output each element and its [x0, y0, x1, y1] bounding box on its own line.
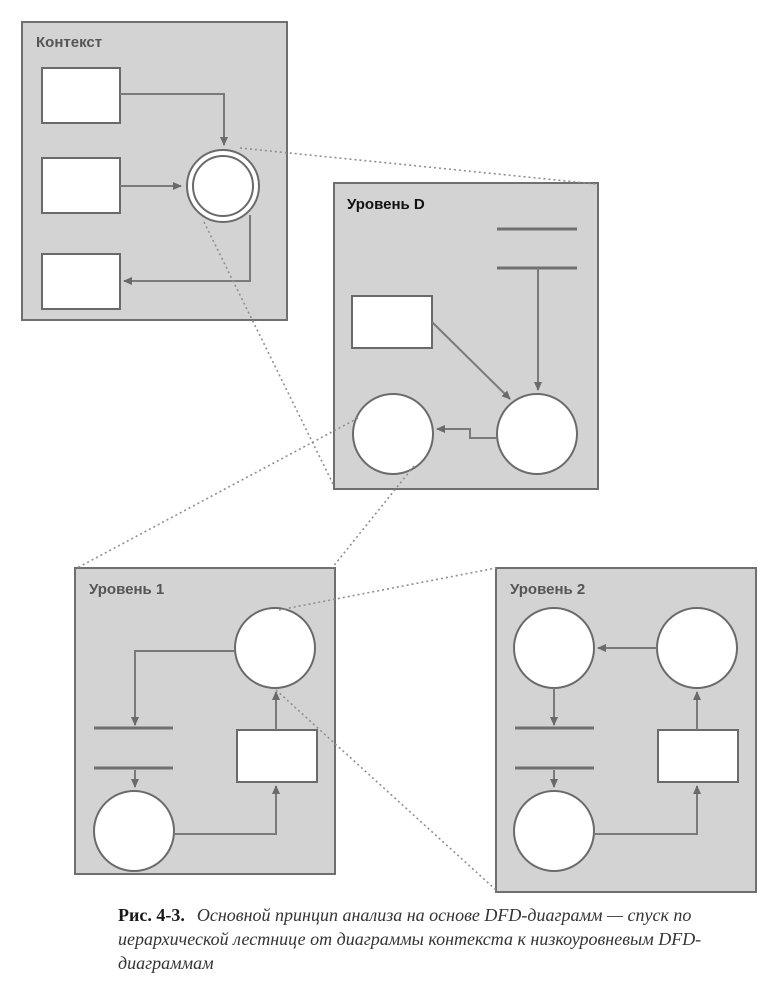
process-circle — [496, 393, 578, 475]
level-1-panel: Уровень 1 — [74, 567, 336, 875]
figure-caption-label: Рис. 4-3. — [118, 905, 185, 925]
context-process-circle — [192, 155, 254, 217]
process-circle — [513, 790, 595, 872]
level-d-panel: Уровень D — [333, 182, 599, 490]
process-circle — [93, 790, 175, 872]
flow-arrow — [436, 425, 497, 439]
zoom-line — [239, 147, 597, 185]
process-circle — [352, 393, 434, 475]
flow-arrow — [123, 215, 251, 285]
zoom-line — [278, 567, 497, 611]
external-entity-box — [41, 253, 121, 310]
zoom-line — [331, 465, 415, 569]
external-entity-box — [657, 729, 739, 783]
external-entity-box — [41, 157, 121, 214]
level-1-panel-title: Уровень 1 — [89, 581, 164, 598]
level-2-panel-title: Уровень 2 — [510, 581, 585, 598]
flow-arrow — [131, 650, 235, 726]
external-entity-box — [236, 729, 318, 783]
figure-caption: Рис. 4-3.Основной принцип анализа на осн… — [118, 903, 778, 975]
level-d-panel-title: Уровень D — [347, 196, 425, 213]
zoom-connectors — [76, 147, 597, 891]
external-entity-box — [351, 295, 433, 349]
flow-arrow — [174, 785, 280, 835]
flow-arrow — [431, 321, 511, 400]
figure-caption-text: Основной принцип анализа на основе DFD-д… — [118, 905, 702, 973]
flow-arrow — [594, 785, 701, 835]
flow-arrow — [120, 93, 228, 146]
level-2-panel: Уровень 2 — [495, 567, 757, 893]
process-circle — [234, 607, 316, 689]
context-panel-title: Контекст — [36, 34, 102, 51]
process-circle — [513, 607, 595, 689]
process-circle — [656, 607, 738, 689]
context-panel: Контекст — [21, 21, 288, 321]
zoom-line — [76, 417, 359, 569]
external-entity-box — [41, 67, 121, 124]
